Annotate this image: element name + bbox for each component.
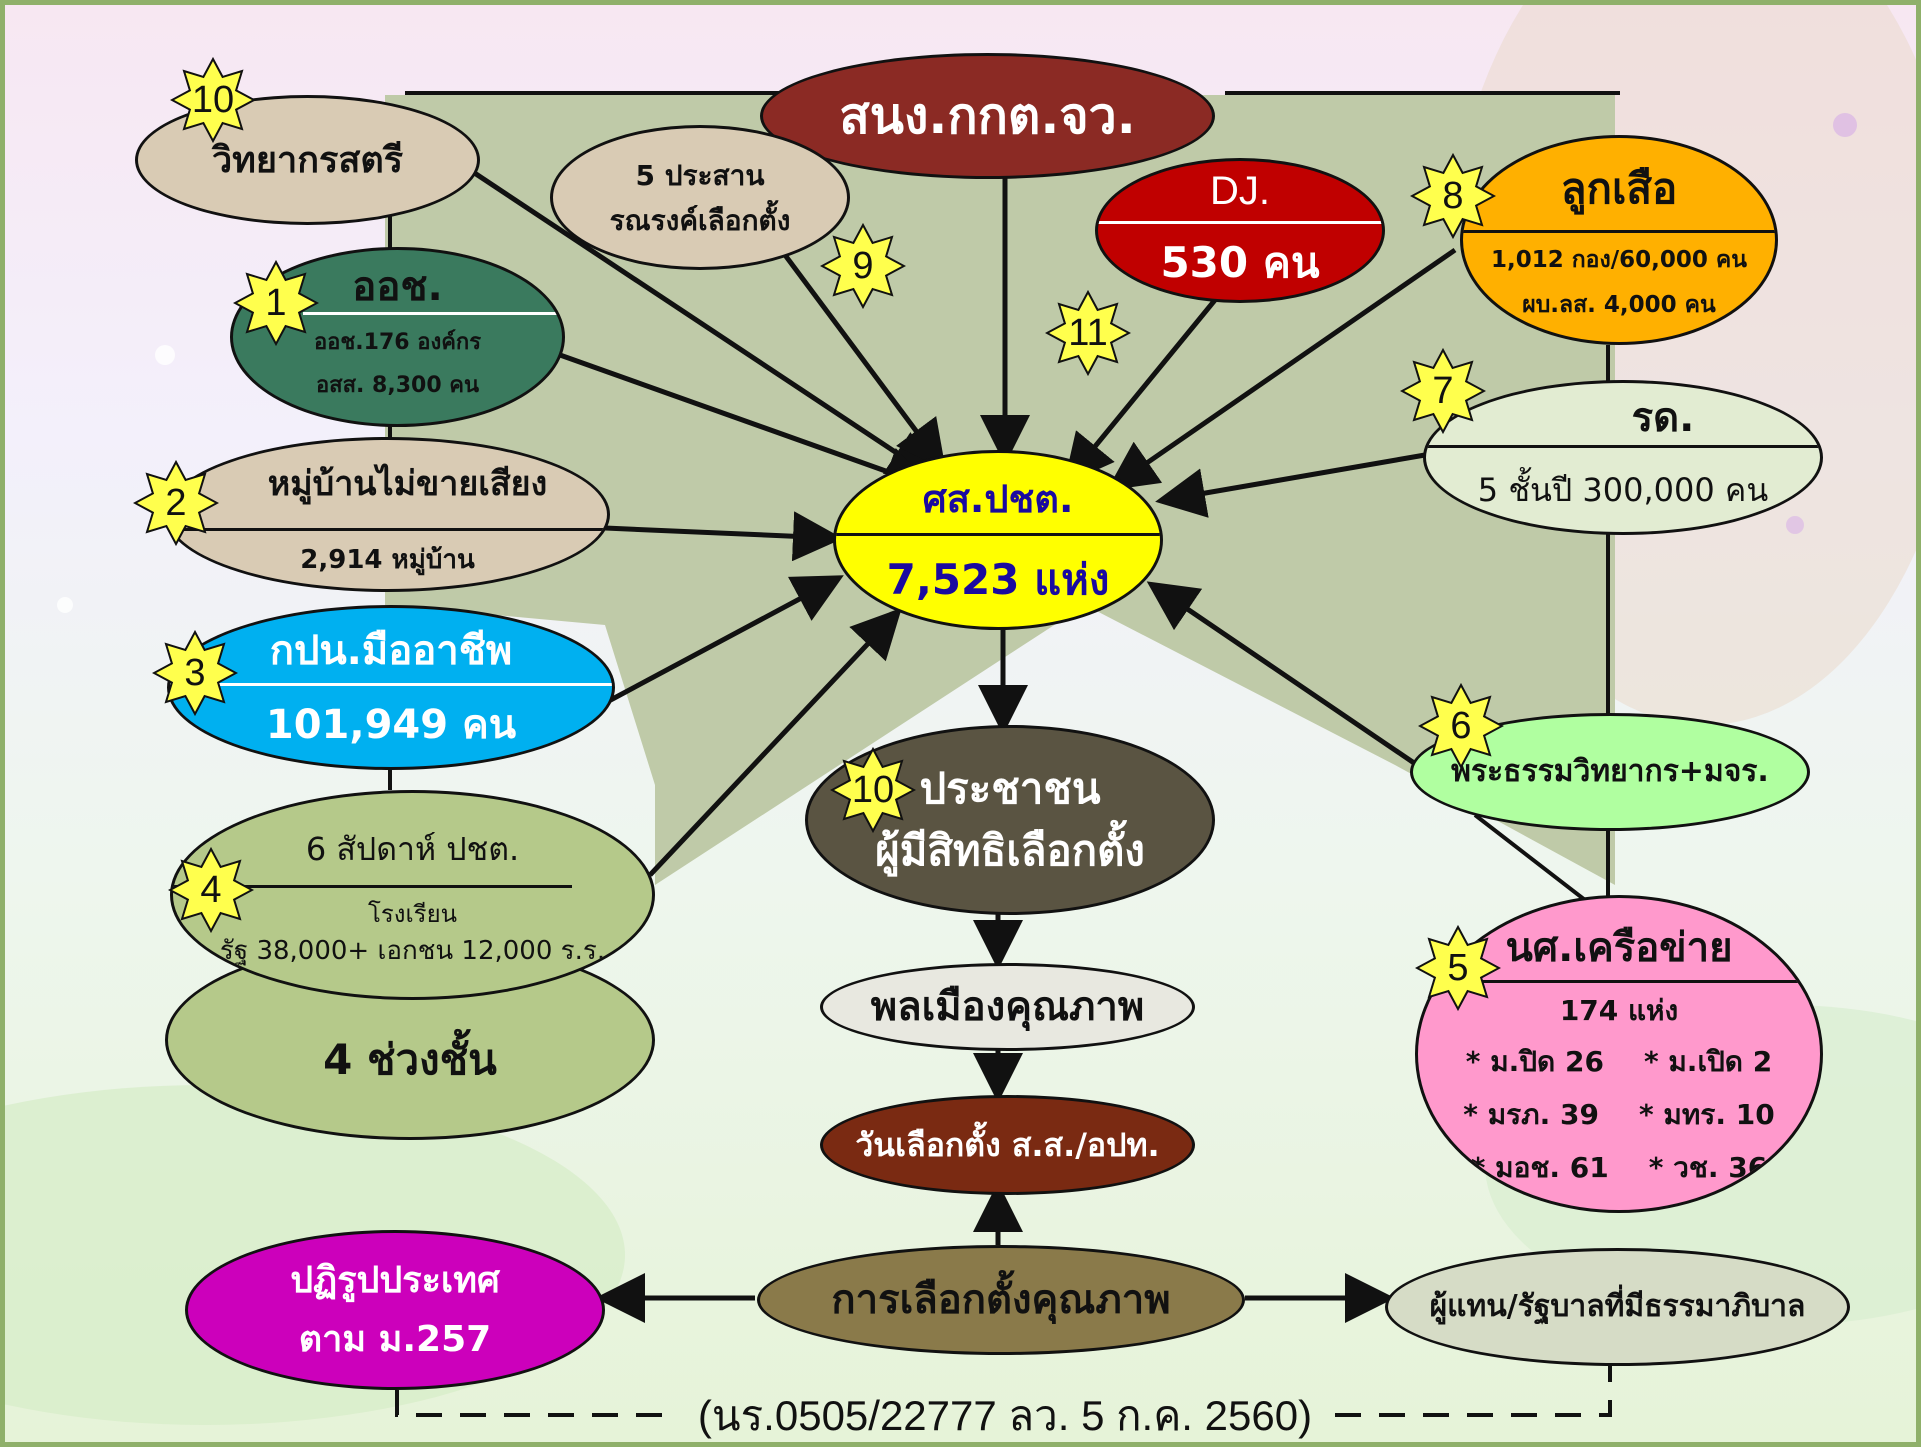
node-kpn-line2: 101,949 คน (265, 702, 517, 748)
node-rd-line2: 5 ชั้นปี 300,000 คน (1477, 470, 1769, 509)
star-badge: 5 (1415, 925, 1501, 1011)
star-number: 6 (1450, 704, 1472, 747)
star-number: 10 (191, 78, 235, 121)
node-national-reform-line2: ตาม ม.257 (298, 1319, 492, 1360)
star-icon (830, 747, 916, 833)
star-icon (1415, 925, 1501, 1011)
node-ooch-line1: ออช. (352, 264, 443, 310)
node-good-governance-label: ผู้แทน/รัฐบาลที่มีธรรมาภิบาล (1429, 1289, 1806, 1325)
node-national-reform-line1: ปฏิรูปประเทศ (290, 1260, 500, 1301)
node-village: หมู่บ้านไม่ขายเสียง 2,914 หมู่บ้าน (165, 437, 610, 592)
star-badge: 6 (1418, 683, 1504, 769)
node-good-governance: ผู้แทน/รัฐบาลที่มีธรรมาภิบาล (1385, 1248, 1850, 1366)
star-number: 8 (1442, 174, 1464, 217)
node-dj: DJ. 530 คน (1095, 158, 1385, 303)
star-icon (1418, 683, 1504, 769)
node-scouts-line1: ลูกเสือ (1560, 163, 1678, 213)
node-national-reform: ปฏิรูปประเทศ ตาม ม.257 (185, 1230, 605, 1390)
node-election-day: วันเลือกตั้ง ส.ส./อปท. (820, 1095, 1195, 1195)
node-election-day-label: วันเลือกตั้ง ส.ส./อปท. (855, 1126, 1160, 1164)
node-eligible-voters-line1: ประชาชน (919, 763, 1101, 813)
star-icon (233, 260, 319, 346)
star-badge: 9 (820, 223, 906, 309)
node-election-office: สนง.กกต.จว. (760, 53, 1215, 179)
node-village-line1: หมู่บ้านไม่ขายเสียง (267, 463, 548, 504)
star-icon (168, 847, 254, 933)
student-row2-left: * มรภ. 39 (1463, 1098, 1599, 1131)
star-number: 3 (184, 651, 206, 694)
star-number: 10 (851, 768, 895, 811)
node-rd-line1: รด. (1631, 395, 1695, 441)
student-row1-left: * ม.ปิด 26 (1465, 1045, 1604, 1078)
node-coordination-line2: รณรงค์เลือกตั้ง (609, 203, 791, 237)
node-democracy-week-line1: 6 สัปดาห์ ปชต. (305, 830, 520, 868)
star-icon (1400, 348, 1486, 434)
node-quality-election-label: การเลือกตั้งคุณภาพ (831, 1277, 1171, 1323)
star-icon (152, 630, 238, 716)
star-number: 5 (1447, 946, 1469, 989)
star-icon (133, 460, 219, 546)
star-number: 11 (1068, 311, 1108, 354)
node-village-line2: 2,914 หมู่บ้าน (300, 544, 475, 575)
node-coordination-line1: 5 ประสาน (635, 158, 765, 192)
star-icon (820, 223, 906, 309)
node-quality-citizen: พลเมืองคุณภาพ (820, 963, 1195, 1051)
node-kpn: กปน.มืออาชีพ 101,949 คน (167, 605, 615, 770)
node-monk-speakers-label: พระธรรมวิทยากร+มจร. (1451, 754, 1769, 790)
node-student-network-line1: นศ.เครือข่าย (1505, 925, 1733, 971)
node-quality-election: การเลือกตั้งคุณภาพ (757, 1245, 1245, 1355)
node-women-speakers-label: วิทยากรสตรี (211, 139, 404, 181)
node-scouts-line2: 1,012 กอง/60,000 คน (1491, 247, 1747, 274)
connection-lines (388, 91, 1620, 1417)
node-democracy-center-line2: 7,523 แห่ง (886, 554, 1110, 604)
node-dj-line1: DJ. (1210, 169, 1270, 213)
student-row3-right: * วช. 36 (1648, 1151, 1768, 1184)
star-badge: 8 (1410, 153, 1496, 239)
star-badge: 2 (133, 460, 219, 546)
student-row2-right: * มทร. 10 (1639, 1098, 1775, 1131)
reference-citation: (นร.0505/22777 ลว. 5 ก.ค. 2560) (697, 1392, 1313, 1439)
star-icon (1410, 153, 1496, 239)
node-kpn-line1: กปน.มืออาชีพ (269, 627, 513, 674)
node-scouts-line3: ผบ.ลส. 4,000 คน (1522, 292, 1716, 318)
star-badge: 11 (1045, 290, 1131, 376)
node-quality-citizen-label: พลเมืองคุณภาพ (870, 984, 1145, 1030)
star-badge: 3 (152, 630, 238, 716)
star-number: 2 (165, 481, 187, 524)
node-coordination: 5 ประสาน รณรงค์เลือกตั้ง (550, 125, 850, 270)
node-rd: รด. 5 ชั้นปี 300,000 คน (1423, 380, 1823, 535)
node-election-office-label: สนง.กกต.จว. (839, 86, 1136, 145)
star-badge: 10 (830, 747, 916, 833)
star-badge: 10 (170, 57, 256, 143)
student-row3-left: * มอช. 61 (1470, 1151, 1609, 1184)
node-ooch-line2: ออช.176 องค์กร (313, 329, 482, 355)
node-democracy-week-line2: โรงเรียน (367, 899, 458, 928)
star-number: 4 (200, 868, 222, 911)
node-democracy-week: 6 สัปดาห์ ปชต. โรงเรียน รัฐ 38,000+ เอกช… (170, 790, 655, 1000)
star-number: 1 (265, 281, 287, 324)
star-badge: 4 (168, 847, 254, 933)
node-dj-line2: 530 คน (1160, 237, 1320, 287)
node-democracy-week-line3: รัฐ 38,000+ เอกชน 12,000 ร.ร. (219, 935, 606, 966)
node-ooch-line3: อสส. 8,300 คน (315, 373, 480, 398)
node-democracy-center: ศส.ปชต. 7,523 แห่ง (833, 450, 1163, 630)
star-icon (170, 57, 256, 143)
student-row1-right: * ม.เปิด 2 (1643, 1045, 1773, 1078)
star-badge: 1 (233, 260, 319, 346)
node-scouts: ลูกเสือ 1,012 กอง/60,000 คน ผบ.ลส. 4,000… (1460, 135, 1778, 345)
star-number: 7 (1432, 369, 1454, 412)
star-badge: 7 (1400, 348, 1486, 434)
node-eligible-voters-line2: ผู้มีสิทธิเลือกตั้ง (875, 826, 1145, 875)
node-grade-levels-label: 4 ช่วงชั้น (323, 1034, 497, 1084)
node-democracy-center-line1: ศส.ปชต. (922, 477, 1074, 522)
star-icon (1045, 290, 1131, 376)
node-student-network-line2: 174 แห่ง (1559, 994, 1679, 1027)
star-number: 9 (852, 244, 874, 287)
node-ooch: ออช. ออช.176 องค์กร อสส. 8,300 คน (230, 247, 565, 427)
